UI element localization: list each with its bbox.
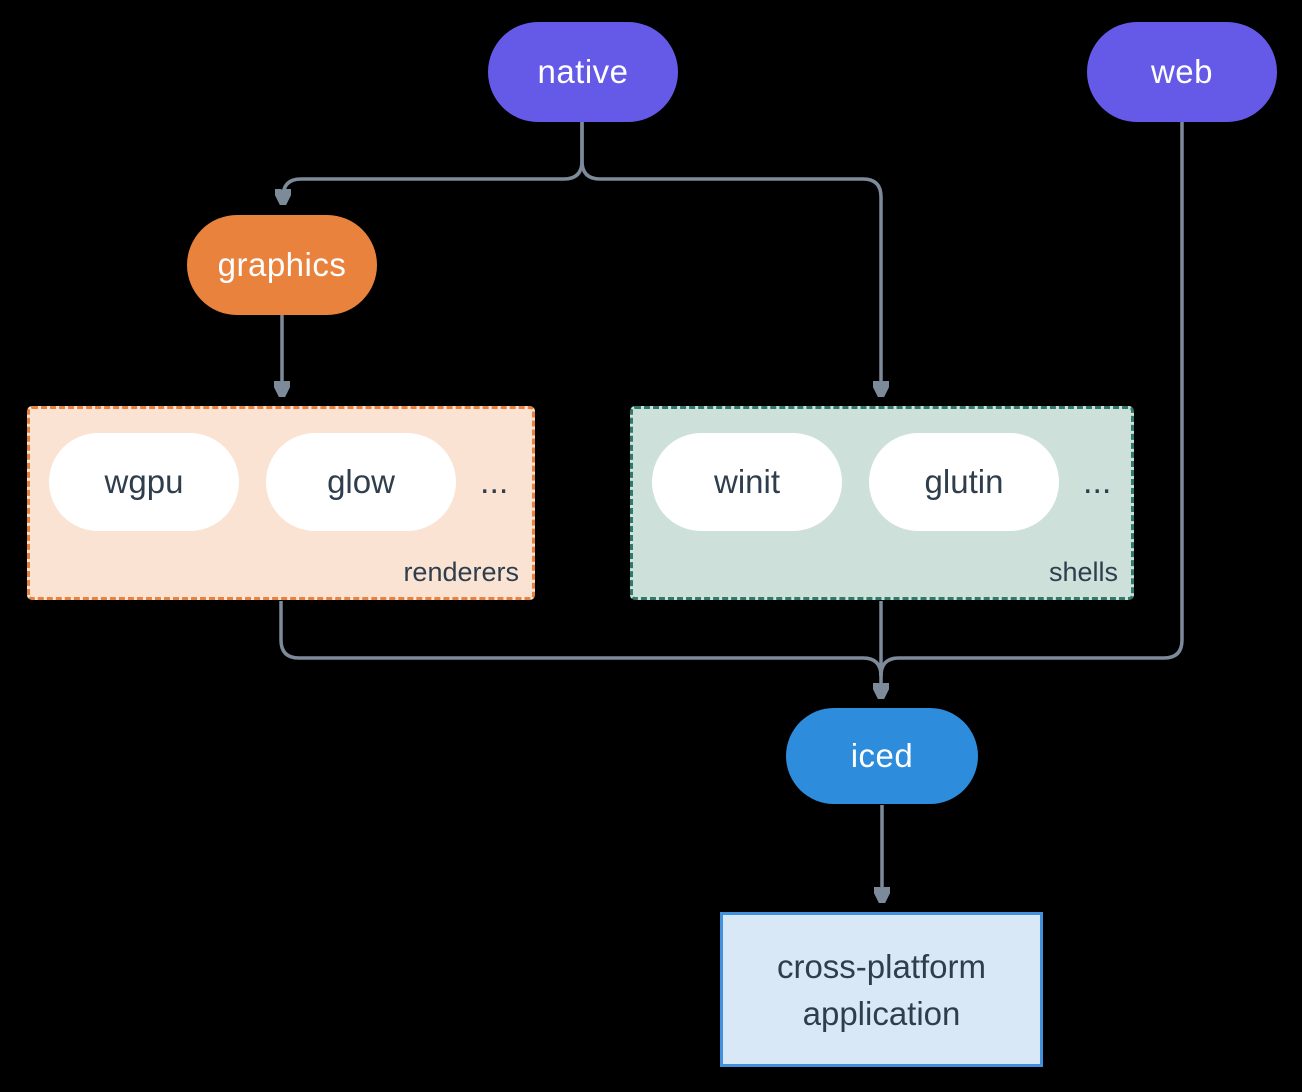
node-glow: glow	[266, 433, 456, 531]
node-wgpu-label: wgpu	[104, 463, 184, 500]
node-web-label: web	[1150, 53, 1214, 90]
app-label-line2: application	[802, 994, 961, 1032]
node-native: native	[488, 22, 678, 122]
shells-ellipsis: ...	[1083, 462, 1112, 501]
node-native-label: native	[537, 53, 629, 90]
app-label-line1: cross-platform	[776, 947, 987, 985]
node-glutin: glutin	[869, 433, 1059, 531]
node-web: web	[1087, 22, 1277, 122]
node-iced: iced	[786, 708, 978, 804]
shells-group-label: shells	[1048, 557, 1118, 587]
node-glutin-label: glutin	[924, 463, 1004, 500]
group-renderers: wgpu glow ... renderers	[27, 406, 535, 600]
node-glow-label: glow	[327, 463, 395, 500]
renderers-group-label: renderers	[403, 557, 519, 587]
edge-renderers-to-merge	[279, 601, 883, 677]
edge-native-to-shells	[580, 122, 881, 397]
node-winit: winit	[652, 433, 842, 531]
node-wgpu: wgpu	[49, 433, 239, 531]
node-cross-platform-application: cross-platform application	[720, 912, 1043, 1067]
node-winit-label: winit	[713, 463, 781, 500]
node-graphics-label: graphics	[217, 246, 347, 283]
node-iced-label: iced	[850, 737, 914, 774]
node-graphics: graphics	[187, 215, 377, 315]
renderers-ellipsis: ...	[480, 462, 509, 501]
edge-native-to-graphics	[283, 122, 584, 205]
group-shells: winit glutin ... shells	[630, 406, 1134, 600]
